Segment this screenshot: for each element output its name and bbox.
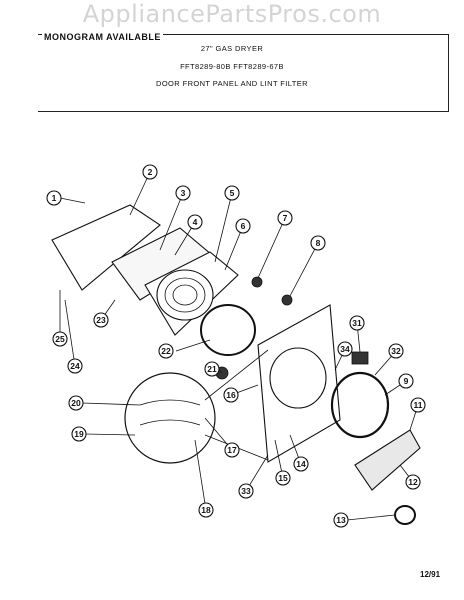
callout-34: 34	[337, 341, 353, 357]
svg-text:4: 4	[193, 217, 198, 227]
callout-19: 19	[71, 426, 87, 442]
door-seal	[200, 304, 256, 356]
header-tab: MONOGRAM AVAILABLE	[42, 32, 163, 42]
svg-text:22: 22	[161, 346, 171, 356]
callout-17: 17	[224, 442, 240, 458]
callout-6: 6	[235, 218, 251, 234]
svg-text:13: 13	[336, 515, 346, 525]
svg-text:6: 6	[241, 221, 246, 231]
svg-text:25: 25	[55, 334, 65, 344]
callout-14: 14	[293, 456, 309, 472]
svg-text:16: 16	[226, 390, 236, 400]
svg-text:2: 2	[148, 167, 153, 177]
svg-text:18: 18	[201, 505, 211, 515]
svg-text:15: 15	[278, 473, 288, 483]
svg-text:9: 9	[404, 376, 409, 386]
svg-text:33: 33	[241, 486, 251, 496]
svg-text:8: 8	[316, 238, 321, 248]
svg-text:3: 3	[181, 188, 186, 198]
callout-20: 20	[68, 395, 84, 411]
svg-text:11: 11	[414, 400, 423, 410]
detail-circle	[124, 372, 216, 464]
callout-1: 1	[46, 190, 62, 206]
svg-text:12: 12	[408, 477, 418, 487]
callout-13: 13	[333, 512, 349, 528]
hinge-bracket	[351, 351, 369, 365]
part-7	[251, 276, 263, 288]
callout-2: 2	[142, 164, 158, 180]
callout-24: 24	[67, 358, 83, 374]
svg-text:17: 17	[227, 445, 237, 455]
callout-21: 21	[204, 361, 220, 377]
svg-text:5: 5	[230, 188, 235, 198]
svg-text:1: 1	[52, 193, 57, 203]
callout-16: 16	[223, 387, 239, 403]
header-frame	[38, 34, 449, 112]
header-models: FFT8289-80B FFT8289-67B	[180, 62, 284, 71]
callout-8: 8	[310, 235, 326, 251]
callout-22: 22	[158, 343, 174, 359]
svg-text:32: 32	[391, 346, 401, 356]
callout-9: 9	[398, 373, 414, 389]
header-section: DOOR FRONT PANEL AND LINT FILTER	[156, 79, 308, 88]
watermark: AppliancePartsPros.com	[82, 0, 382, 28]
callout-7: 7	[277, 210, 293, 226]
callout-18: 18	[198, 502, 214, 518]
header-title: 27" GAS DRYER	[200, 44, 264, 53]
svg-text:19: 19	[74, 429, 84, 439]
svg-text:21: 21	[207, 364, 217, 374]
bulkhead-ring	[330, 371, 390, 439]
callout-4: 4	[187, 214, 203, 230]
detail-gasket	[139, 399, 201, 426]
svg-text:34: 34	[340, 344, 350, 354]
svg-text:23: 23	[96, 315, 106, 325]
door-outer-panel	[51, 204, 161, 291]
svg-text:7: 7	[283, 213, 288, 223]
part-8	[281, 294, 293, 306]
callout-31: 31	[349, 315, 365, 331]
svg-text:31: 31	[352, 318, 362, 328]
callout-25: 25	[52, 331, 68, 347]
callout-15: 15	[275, 470, 291, 486]
callout-32: 32	[388, 343, 404, 359]
callout-33: 33	[238, 483, 254, 499]
front-panel-opening	[269, 347, 327, 409]
revision-date: 12/91	[420, 570, 441, 579]
callout-23: 23	[93, 312, 109, 328]
svg-text:24: 24	[70, 361, 80, 371]
svg-text:20: 20	[71, 398, 81, 408]
callout-12: 12	[405, 474, 421, 490]
callout-3: 3	[175, 185, 191, 201]
callout-11: 11	[410, 397, 426, 413]
callout-5: 5	[224, 185, 240, 201]
svg-text:14: 14	[296, 459, 306, 469]
grommet	[394, 505, 416, 525]
lint-duct	[354, 429, 421, 491]
